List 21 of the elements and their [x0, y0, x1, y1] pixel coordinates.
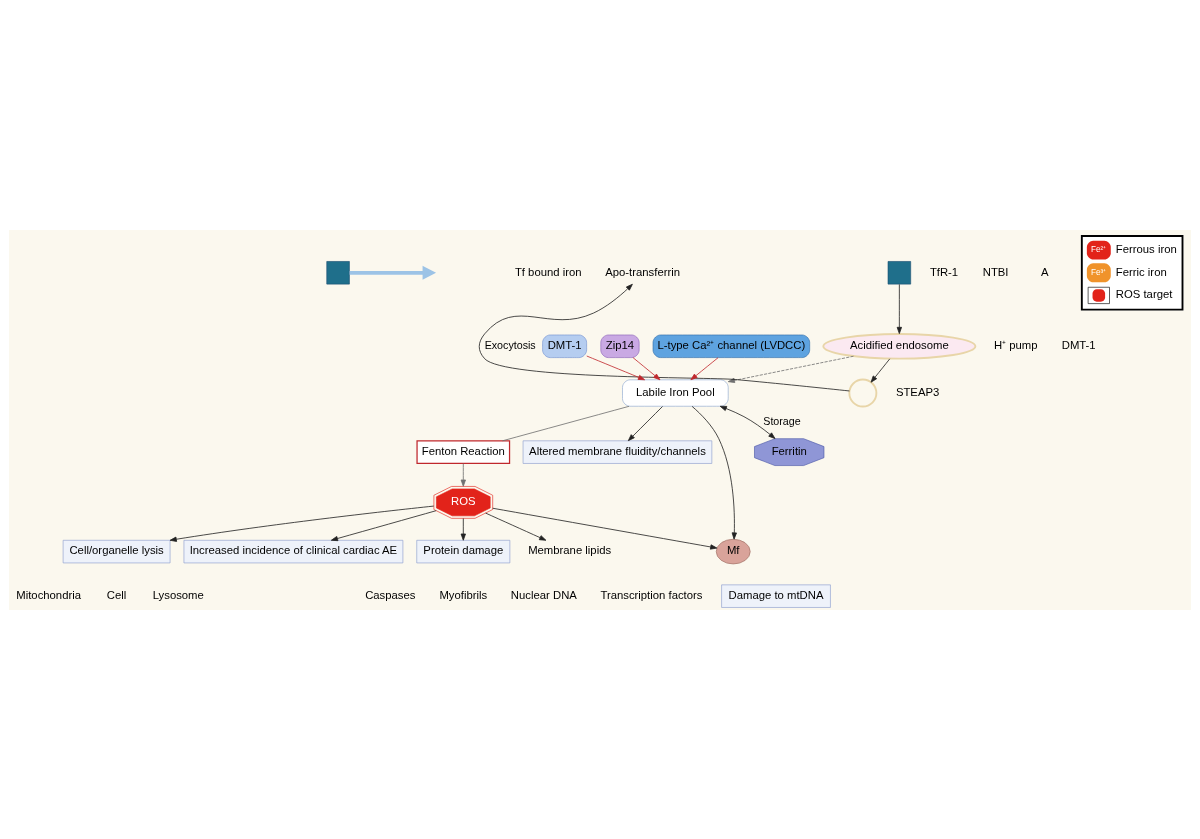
node-text: NTBI — [982, 265, 1009, 278]
edge-label: Storage — [763, 414, 801, 427]
label: Lysosome — [152, 588, 204, 601]
node-text: Apo-transferrin — [605, 265, 681, 278]
label: STEAP3 — [895, 385, 940, 398]
node-text: TfR-1 — [929, 265, 959, 278]
node-text: Membrane lipids — [528, 543, 612, 556]
legend-label: Ferrous iron — [1115, 242, 1177, 255]
label: Mitochondria — [16, 588, 82, 601]
label: Cell — [106, 588, 127, 601]
label: A — [1040, 265, 1049, 278]
label: Transcription factors — [600, 588, 703, 601]
node-text: Tf bound iron — [514, 265, 582, 278]
label: Myofibrils — [439, 588, 488, 601]
legend-label: Ferric iron — [1115, 265, 1167, 278]
label: Nuclear DNA — [510, 588, 577, 601]
label: DMT-1 — [1061, 338, 1096, 351]
legend-label: ROS target — [1115, 287, 1173, 300]
label: Caspases — [365, 588, 416, 601]
edge-label: Exocytosis — [484, 338, 536, 351]
label: H⁺ pump — [993, 338, 1038, 351]
